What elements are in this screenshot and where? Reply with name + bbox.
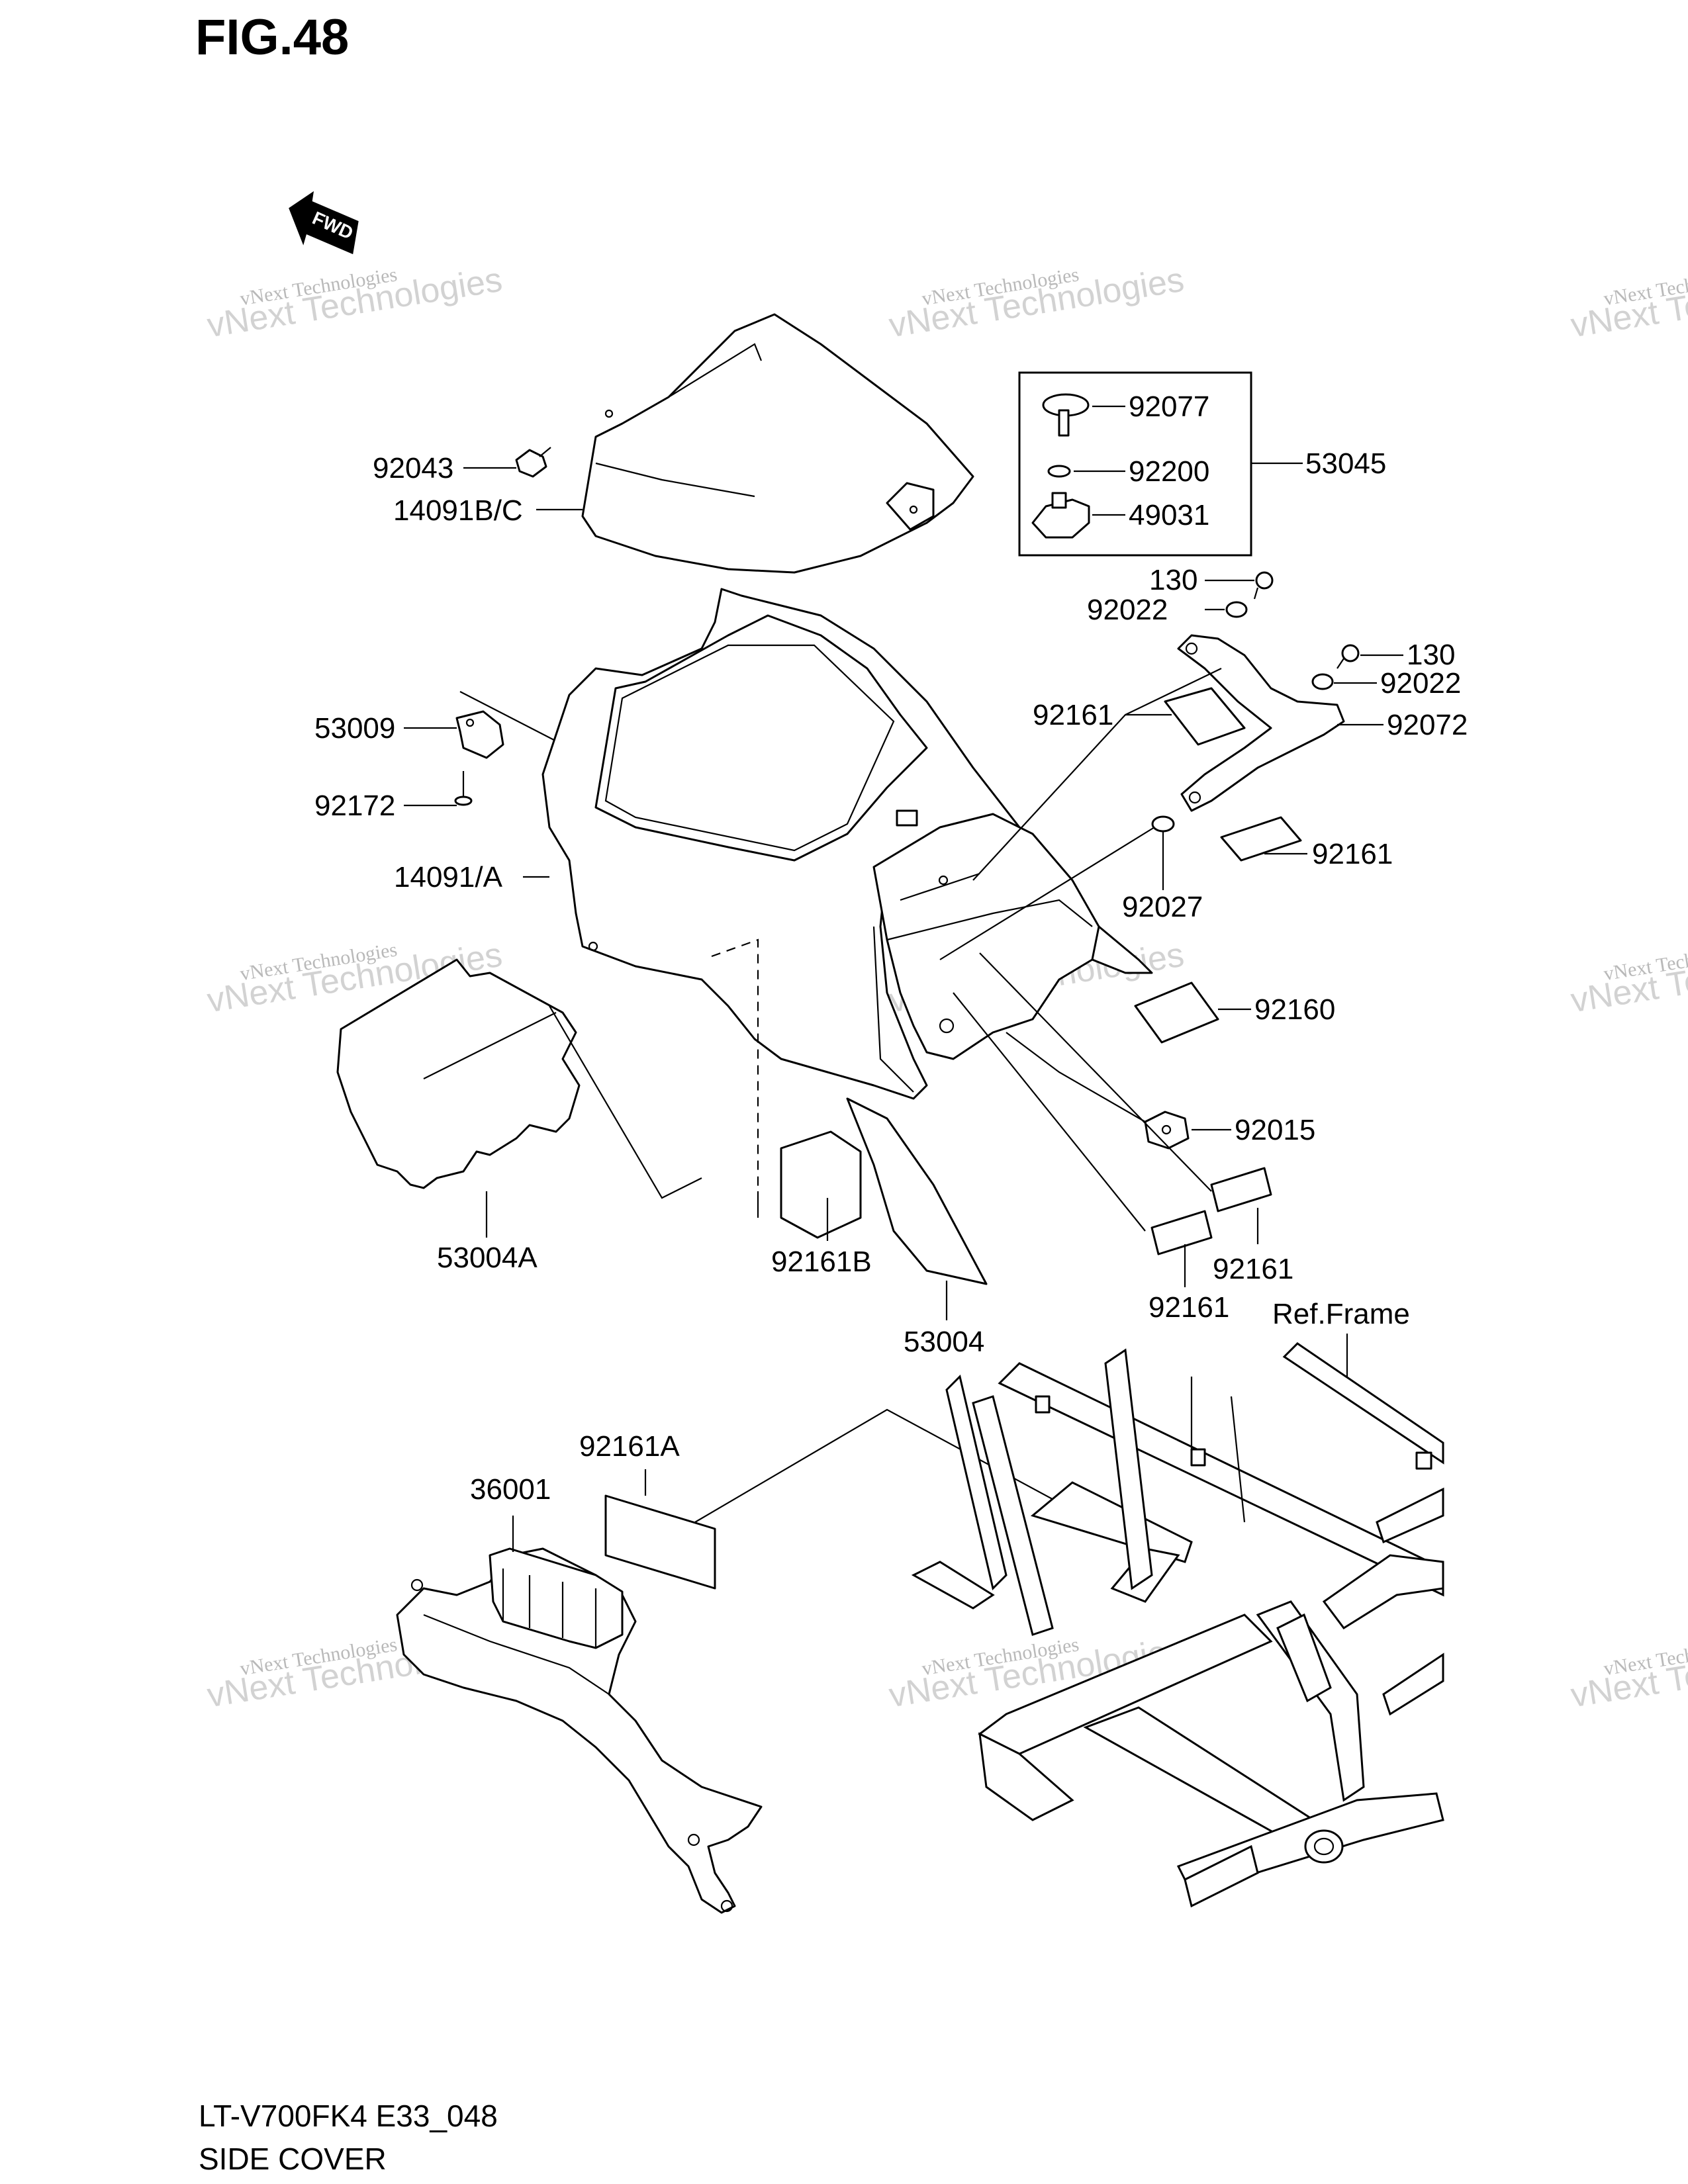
part-label: 130 (1407, 639, 1455, 671)
nut-92015 (1144, 1111, 1190, 1150)
part-label: 53045 (1305, 447, 1386, 480)
pad-92161-bracket (1164, 687, 1246, 746)
bolt-130-upper (1253, 571, 1274, 600)
part-label: 92161B (771, 1246, 872, 1278)
pad-92161-right (1220, 816, 1302, 862)
part-label: 92043 (373, 452, 453, 484)
rivet-92077 (1042, 393, 1090, 437)
part-label: 92072 (1387, 709, 1468, 741)
washer-92027 (1151, 815, 1175, 833)
part-label: 92161 (1033, 699, 1113, 731)
part-label: 53004 (904, 1326, 984, 1358)
part-label: 36001 (470, 1473, 551, 1506)
part-label: Ref.Frame (1272, 1298, 1410, 1330)
part-label: 92077 (1129, 390, 1209, 423)
forward-arrow-icon: FWD (289, 191, 359, 255)
washer-92022-upper (1225, 601, 1248, 618)
insulator-53004 (846, 1097, 988, 1285)
pad-92161b (780, 1130, 862, 1239)
clip-53009 (455, 710, 504, 759)
figure-title: FIG.48 (195, 9, 349, 66)
part-label: 14091/A (394, 861, 503, 893)
part-label: 92161 (1312, 838, 1393, 870)
pad-92160 (1134, 981, 1219, 1044)
upper-side-cover (581, 313, 974, 574)
part-label: 49031 (1129, 499, 1209, 531)
part-label: 92161 (1213, 1253, 1293, 1285)
screw-92172 (454, 771, 473, 806)
part-label: 92022 (1087, 594, 1168, 626)
part-labels: 92043 14091B/C 92077 92200 49031 53045 1… (314, 390, 1468, 1506)
part-label: 92022 (1380, 667, 1461, 700)
part-label: 130 (1149, 564, 1197, 596)
part-label: 53009 (314, 712, 395, 745)
clip-92043 (515, 447, 551, 478)
part-label: 92161A (579, 1430, 680, 1463)
part-label: 92200 (1129, 455, 1209, 488)
part-label: 92027 (1122, 891, 1203, 923)
pad-92161-pair-right (1210, 1167, 1272, 1212)
bolt-130-lower (1336, 644, 1360, 669)
part-label: 92160 (1254, 993, 1335, 1026)
lower-cover-36001 (396, 1547, 763, 1914)
part-label: 53004A (437, 1242, 538, 1274)
part-label: 14091B/C (393, 494, 523, 527)
reference-frame (911, 1342, 1444, 1908)
grommet-49031 (1031, 492, 1090, 539)
washer-92022-lower (1311, 673, 1334, 690)
model-code: LT-V700FK4 E33_048 (199, 2099, 498, 2133)
part-label: 92015 (1235, 1114, 1315, 1146)
pad-92161-pair-left (1150, 1210, 1213, 1255)
washer-92200 (1047, 465, 1071, 478)
main-side-cover (541, 588, 1153, 1100)
insulator-53004a (336, 958, 581, 1189)
section-name: SIDE COVER (199, 2142, 387, 2176)
bracket-92072 (1177, 634, 1345, 812)
part-label: 92172 (314, 790, 395, 822)
pad-92161a (604, 1494, 716, 1590)
part-label: 92161 (1149, 1291, 1229, 1324)
